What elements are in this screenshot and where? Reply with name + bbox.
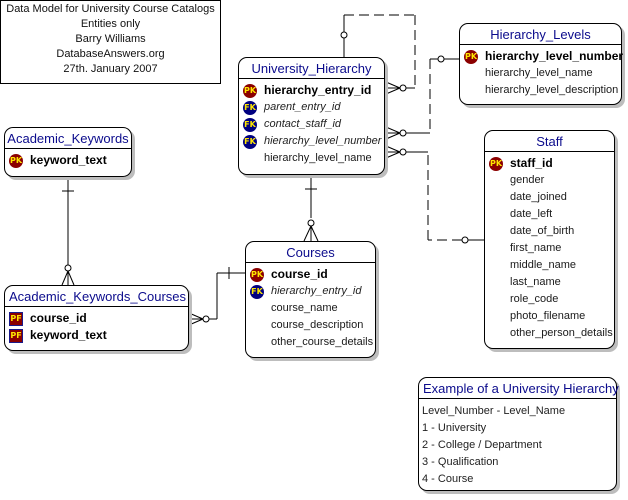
field-name: staff_id <box>510 156 553 170</box>
field-name: last_name <box>510 276 561 288</box>
field-row[interactable]: course_description <box>246 317 375 334</box>
entity-staff[interactable]: Staff PK staff_id gender date_joined date… <box>484 130 615 349</box>
field-name: date_of_birth <box>510 225 575 237</box>
note-title: Example of a University Hierarchy <box>419 378 619 399</box>
entity-hierarchy-levels[interactable]: Hierarchy_Levels PK hierarchy_level_numbe… <box>459 23 624 105</box>
field-name: keyword_text <box>30 328 107 342</box>
field-row[interactable]: FK parent_entry_id <box>239 99 384 116</box>
entity-academic-keywords[interactable]: Academic_Keywords PK keyword_text <box>4 127 132 177</box>
note-line: 2 - College / Department <box>422 439 542 451</box>
field-row[interactable]: gender <box>485 172 614 189</box>
field-name: other_course_details <box>271 336 374 348</box>
foreign-key-icon: FK <box>243 135 257 149</box>
note-line: Level_Number - Level_Name <box>422 405 566 417</box>
field-name: date_left <box>510 208 553 220</box>
relationship-hierarchy-levels <box>385 55 459 140</box>
relationship-courses-hierarchy <box>303 175 319 242</box>
field-name: photo_filename <box>510 310 586 322</box>
field-row[interactable]: other_course_details <box>246 334 375 351</box>
field-name: hierarchy_level_name <box>485 67 593 79</box>
field-row[interactable]: role_code <box>485 291 614 308</box>
field-name: parent_entry_id <box>264 101 341 113</box>
field-row[interactable]: date_joined <box>485 189 614 206</box>
entity-academic-keywords-courses[interactable]: Academic_Keywords_Courses PF course_id PF… <box>4 285 189 351</box>
field-name: course_name <box>271 302 338 314</box>
primary-key-icon: PK <box>243 84 257 98</box>
field-row[interactable]: hierarchy_level_name <box>460 65 621 82</box>
primary-key-icon: PK <box>9 154 23 168</box>
field-row[interactable]: course_name <box>246 300 375 317</box>
foreign-key-icon: FK <box>250 285 264 299</box>
relationship-keywords <box>61 177 75 286</box>
example-hierarchy-note: Example of a University Hierarchy Level_… <box>418 377 619 491</box>
field-row[interactable]: hierarchy_level_description <box>460 82 621 99</box>
field-row[interactable]: PK course_id <box>246 266 375 283</box>
field-row[interactable]: photo_filename <box>485 308 614 325</box>
primary-foreign-key-icon: PF <box>9 312 23 326</box>
relationship-self-parent <box>340 14 416 95</box>
field-row[interactable]: PF keyword_text <box>5 327 188 344</box>
field-row[interactable]: FK hierarchy_entry_id <box>246 283 375 300</box>
field-name: middle_name <box>510 259 577 271</box>
field-row[interactable]: other_person_details <box>485 325 614 342</box>
field-name: course_id <box>271 267 328 281</box>
entity-university-hierarchy[interactable]: University_Hierarchy PK hierarchy_entry_i… <box>238 57 385 175</box>
field-name: course_description <box>271 319 364 331</box>
entity-title: Hierarchy_Levels <box>460 24 621 45</box>
foreign-key-icon: FK <box>243 118 257 132</box>
field-name: role_code <box>510 293 559 305</box>
field-row[interactable]: date_of_birth <box>485 223 614 240</box>
entity-title: Courses <box>246 242 375 263</box>
primary-key-icon: PK <box>464 50 478 64</box>
field-name: hierarchy_level_name <box>264 152 372 164</box>
foreign-key-icon: FK <box>243 101 257 115</box>
entity-title: Staff <box>485 131 614 152</box>
field-name: gender <box>510 174 545 186</box>
entity-title: Academic_Keywords_Courses <box>5 286 188 307</box>
title-line: Data Model for University Course Catalog… <box>6 3 215 15</box>
title-line: Barry Williams <box>75 33 146 45</box>
title-line: 27th. January 2007 <box>63 63 158 75</box>
relationship-staff <box>385 145 484 244</box>
field-row[interactable]: FK hierarchy_level_number <box>239 133 384 150</box>
entity-title: Academic_Keywords <box>5 128 131 149</box>
relationship-courses-keywords <box>188 267 245 326</box>
field-row[interactable]: last_name <box>485 274 614 291</box>
field-row[interactable]: hierarchy_level_name <box>239 150 384 167</box>
field-name: contact_staff_id <box>264 118 342 130</box>
primary-key-icon: PK <box>250 268 264 282</box>
field-row[interactable]: middle_name <box>485 257 614 274</box>
field-name: hierarchy_level_description <box>485 84 619 96</box>
field-row[interactable]: PK hierarchy_level_number <box>460 48 624 65</box>
field-name: hierarchy_level_number <box>264 135 382 147</box>
title-line: DatabaseAnswers.org <box>56 48 165 60</box>
field-row[interactable]: date_left <box>485 206 614 223</box>
note-line: 1 - University <box>422 422 487 434</box>
field-row[interactable]: PK staff_id <box>485 155 614 172</box>
field-name: hierarchy_level_number <box>485 49 624 63</box>
primary-key-icon: PK <box>489 157 503 171</box>
entity-title: University_Hierarchy <box>239 58 384 79</box>
entity-courses[interactable]: Courses PK course_id FK hierarchy_entry_id… <box>245 241 376 358</box>
field-name: hierarchy_entry_id <box>271 285 362 297</box>
field-row[interactable]: first_name <box>485 240 614 257</box>
field-name: first_name <box>510 242 562 254</box>
field-row[interactable]: PK hierarchy_entry_id <box>239 82 384 99</box>
field-name: date_joined <box>510 191 567 203</box>
diagram-title-box: Data Model for University Course Catalog… <box>0 0 221 84</box>
note-line: 3 - Qualification <box>422 456 499 468</box>
field-name: other_person_details <box>510 327 613 339</box>
field-row[interactable]: PF course_id <box>5 310 188 327</box>
primary-foreign-key-icon: PF <box>9 329 23 343</box>
title-line: Entities only <box>80 18 141 30</box>
field-name: course_id <box>30 311 87 325</box>
field-row[interactable]: PK keyword_text <box>5 152 131 169</box>
note-line: 4 - Course <box>422 473 474 485</box>
field-name: hierarchy_entry_id <box>264 83 372 97</box>
field-row[interactable]: FK contact_staff_id <box>239 116 384 133</box>
field-name: keyword_text <box>30 153 107 167</box>
